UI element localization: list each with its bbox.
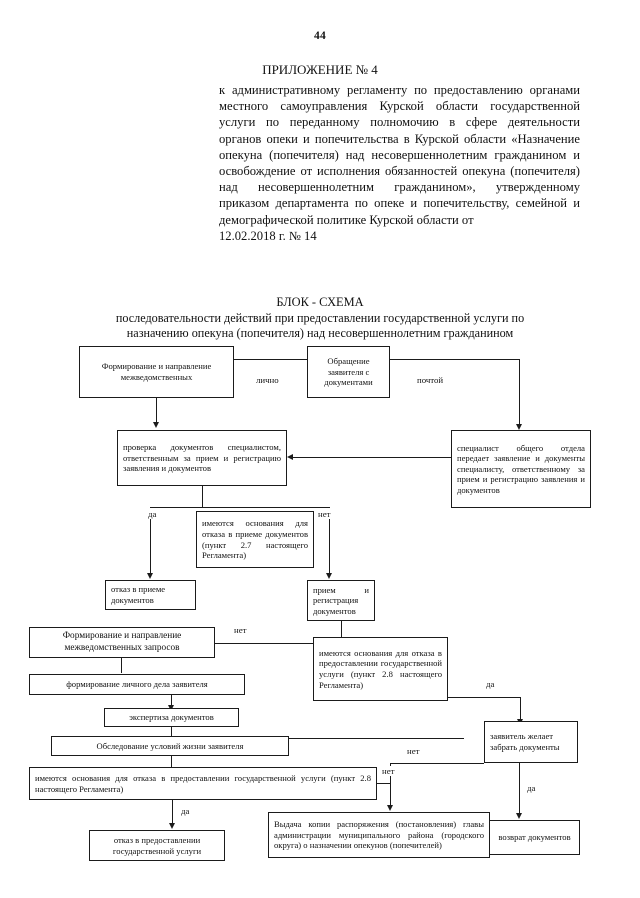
scheme-title: БЛОК - СХЕМА (276, 295, 364, 309)
flow-node-personal-file: формирование личного дела заявителя (29, 674, 245, 695)
flow-node-intake-registration: прием и регистрация документов (307, 580, 375, 621)
scheme-subtitle: последовательности действий при предоста… (115, 311, 525, 340)
flow-node-refusal-service: отказ в предоставлении государственной у… (89, 830, 225, 861)
arrow-to-expertise (168, 705, 174, 711)
flow-node-general-dept-specialist: специалист общего отдела передает заявле… (451, 430, 591, 508)
edge-label-personally: лично (254, 375, 281, 385)
arrow-to-applicant-wants-return (517, 719, 523, 725)
edge-label-no-survey: нет (380, 766, 397, 776)
flow-node-refusal-grounds-intake: имеются основания для отказа в приеме до… (196, 511, 314, 568)
flow-node-interdepartmental-requests: Формирование и направление межведомствен… (29, 627, 215, 658)
arrow-to-document-check (153, 422, 159, 428)
page-number: 44 (313, 30, 327, 42)
flow-node-applicant-request: Обращение заявителя с документами (307, 346, 390, 398)
edge-label-no-return: нет (405, 746, 422, 756)
intro-block: к административному регламенту по предос… (219, 82, 580, 244)
flow-node-return-documents: возврат документов (489, 820, 580, 855)
intro-paragraph-2: 12.02.2018 г. № 14 (219, 228, 317, 243)
edge-label-yes-survey: да (179, 806, 192, 816)
flow-node-issue-copy-order: Выдача копии распоряжения (постановления… (268, 812, 490, 858)
intro-paragraph-1: к административному регламенту по предос… (219, 83, 580, 227)
edge-label-no-service: нет (232, 625, 249, 635)
flow-node-living-conditions-survey: Обследование условий жизни заявителя (51, 736, 289, 756)
edge-label-yes-intake: да (146, 509, 159, 519)
edge-label-no-intake: нет (316, 509, 333, 519)
flow-node-interdepartmental-top: Формирование и направление межведомствен… (79, 346, 234, 398)
arrow-to-refusal-service (169, 823, 175, 829)
flow-node-refusal-intake: отказ в приеме документов (105, 580, 196, 610)
arrow-to-general-dept (516, 424, 522, 430)
edge-label-by-post: почтой (415, 375, 446, 385)
edge-label-yes-service: да (484, 679, 497, 689)
flow-node-document-check: проверка документов специалистом, ответс… (117, 430, 287, 486)
flow-node-refusal-grounds-service-1: имеются основания для отказа в предостав… (313, 637, 448, 701)
arrow-to-intake-registration (326, 573, 332, 579)
arrow-to-return-documents (516, 813, 522, 819)
arrow-to-refusal-intake (147, 573, 153, 579)
arrow-to-document-check-left (287, 454, 293, 460)
flow-node-expertise: экспертиза документов (104, 708, 239, 727)
flow-node-refusal-grounds-service-2: имеются основания для отказа в предостав… (29, 767, 377, 800)
edge-label-yes-return: да (525, 783, 538, 793)
appendix-title: ПРИЛОЖЕНИЕ № 4 (262, 62, 378, 77)
flow-node-applicant-wants-return: заявитель желает забрать документы (484, 721, 578, 763)
arrow-to-issue-copy (387, 805, 393, 811)
